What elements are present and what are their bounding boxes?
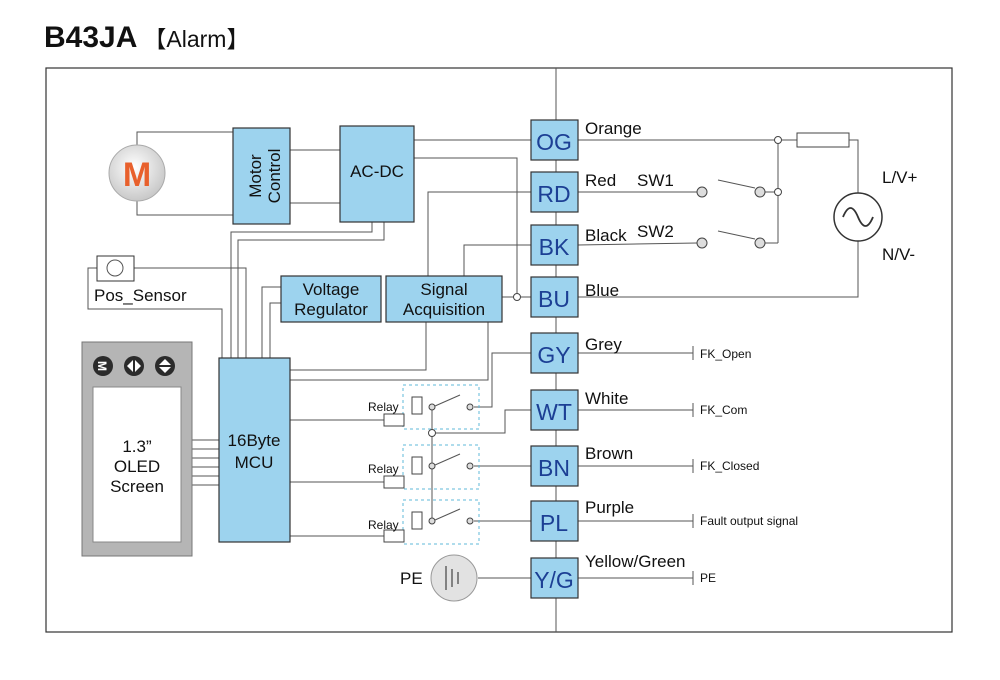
terminal-yg: Y/G bbox=[530, 557, 579, 599]
voltage-regulator-label-2: Regulator bbox=[294, 300, 368, 319]
terminal-gy-code: GY bbox=[537, 342, 570, 368]
model-name: B43JA bbox=[44, 21, 138, 54]
oled-label-2: OLED bbox=[114, 457, 160, 476]
oled-label-3: Screen bbox=[110, 477, 164, 496]
relay-2-label: Relay bbox=[368, 462, 399, 476]
live-label: L/V+ bbox=[882, 168, 918, 187]
ac-source-icon bbox=[833, 192, 883, 242]
relay-2: Relay bbox=[368, 444, 480, 490]
signal-acquisition-block bbox=[385, 275, 503, 323]
motor-icon: M bbox=[108, 144, 166, 202]
terminal-bu: BU bbox=[530, 276, 579, 318]
terminal-rd: RD bbox=[530, 171, 579, 213]
acdc-label: AC-DC bbox=[350, 162, 404, 181]
terminal-bu-code: BU bbox=[538, 286, 570, 312]
svg-text:M: M bbox=[95, 361, 109, 371]
output-fk-closed: FK_Closed bbox=[700, 459, 759, 473]
wire-bn-label: Brown bbox=[585, 444, 633, 463]
output-pe: PE bbox=[700, 571, 716, 585]
terminal-rd-code: RD bbox=[537, 181, 570, 207]
terminal-wt: WT bbox=[530, 389, 579, 431]
motor-control-label-2: Control bbox=[265, 149, 284, 204]
terminal-bn: BN bbox=[530, 445, 579, 487]
pos-sensor-icon bbox=[106, 259, 124, 277]
left-right-button-icon bbox=[124, 356, 144, 376]
model-variant: 【Alarm】 bbox=[143, 26, 250, 52]
m-button-icon: M bbox=[93, 356, 113, 376]
sw2-label: SW2 bbox=[637, 222, 674, 241]
pe-label: PE bbox=[400, 569, 423, 588]
node-og bbox=[774, 136, 782, 144]
neutral-label: N/V- bbox=[882, 245, 915, 264]
wire-wt-label: White bbox=[585, 389, 628, 408]
wire-gy-label: Grey bbox=[585, 335, 622, 354]
wire-yg-label: Yellow/Green bbox=[585, 552, 686, 571]
internal-wiring bbox=[87, 131, 531, 579]
mcu-block bbox=[218, 357, 291, 543]
wire-rd-label: Red bbox=[585, 171, 616, 190]
motor-control-label-1: Motor bbox=[246, 154, 265, 198]
terminal-pl-code: PL bbox=[540, 510, 568, 536]
terminal-pl: PL bbox=[530, 500, 579, 542]
terminal-bk-code: BK bbox=[539, 234, 570, 260]
oled-label-1: 1.3” bbox=[122, 437, 152, 456]
sw1-contact-right bbox=[754, 186, 766, 198]
relay-1: Relay bbox=[368, 384, 480, 430]
output-fk-open: FK_Open bbox=[700, 347, 751, 361]
motor-control-block bbox=[232, 127, 291, 225]
up-down-button-icon bbox=[155, 356, 175, 376]
node-relay-common bbox=[428, 429, 436, 437]
terminal-og-code: OG bbox=[536, 129, 572, 155]
wire-bu-label: Blue bbox=[585, 281, 619, 300]
voltage-regulator-block bbox=[280, 275, 382, 323]
terminal-gy: GY bbox=[530, 332, 579, 374]
acdc-block bbox=[339, 125, 415, 223]
node-sw1 bbox=[774, 188, 782, 196]
svg-text:M: M bbox=[123, 156, 151, 194]
signal-acquisition-label-2: Acquisition bbox=[403, 300, 485, 319]
terminal-yg-code: Y/G bbox=[534, 567, 574, 593]
mcu-label-1: 16Byte bbox=[228, 431, 281, 450]
mcu-label-2: MCU bbox=[235, 453, 274, 472]
fuse bbox=[796, 132, 850, 148]
page-title: B43JA 【Alarm】 bbox=[44, 20, 249, 60]
output-fault-signal: Fault output signal bbox=[700, 514, 798, 528]
output-fk-com: FK_Com bbox=[700, 403, 747, 417]
voltage-regulator-label-1: Voltage bbox=[303, 280, 360, 299]
terminal-bn-code: BN bbox=[538, 455, 570, 481]
relay-3: Relay bbox=[368, 499, 480, 545]
oled-screen bbox=[92, 386, 182, 543]
sw2-contact-right bbox=[754, 237, 766, 249]
diagram-frame bbox=[45, 67, 953, 633]
wire-bk-label: Black bbox=[585, 226, 627, 245]
relay-1-label: Relay bbox=[368, 400, 399, 414]
pe-ground-icon bbox=[430, 554, 478, 602]
terminal-wt-code: WT bbox=[536, 399, 572, 425]
pos-sensor-label: Pos_Sensor bbox=[94, 286, 187, 305]
terminal-bk: BK bbox=[530, 224, 579, 266]
sw2-contact-left bbox=[696, 237, 708, 249]
signal-acquisition-label-1: Signal bbox=[420, 280, 467, 299]
wire-pl-label: Purple bbox=[585, 498, 634, 517]
relay-3-label: Relay bbox=[368, 518, 399, 532]
terminal-og: OG bbox=[530, 119, 579, 161]
node-bu bbox=[513, 293, 521, 301]
wire-og-label: Orange bbox=[585, 119, 642, 138]
sw1-contact-left bbox=[696, 186, 708, 198]
sw1-label: SW1 bbox=[637, 171, 674, 190]
external-wiring bbox=[577, 132, 859, 585]
